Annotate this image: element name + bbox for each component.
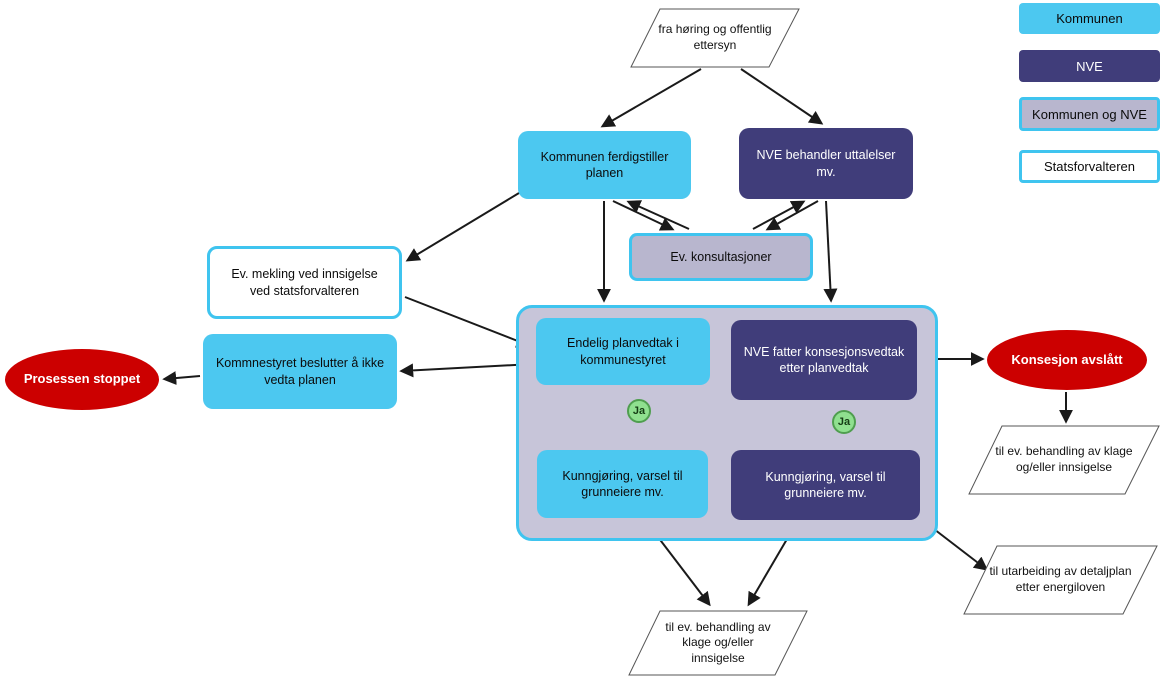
arrow-beslutter-to-stoppet — [162, 371, 201, 386]
node-til-utarbeiding-detaljplan-label: til utarbeiding av detaljplan etter ener… — [989, 564, 1132, 594]
node-til-utarbeiding-detaljplan: til utarbeiding av detaljplan etter ener… — [963, 545, 1158, 615]
arrow-kommunen-to-konsultasjoner — [612, 200, 675, 231]
node-kunngjoring-kommune: Kunngjøring, varsel til grunneiere mv. — [537, 450, 708, 518]
node-ev-konsultasjoner: Ev. konsultasjoner — [629, 233, 813, 281]
parallelogram-shape — [968, 425, 1160, 495]
arrow-nve-to-konsesjonsvedtak — [823, 200, 838, 303]
node-endelig-planvedtak: Endelig planvedtak i kommunestyret — [536, 318, 710, 385]
node-fra-horing-label: fra høring og offentlig ettersyn — [658, 22, 772, 52]
node-til-behandling-klage-bunn: til ev. behandling av klage og/eller inn… — [628, 610, 808, 676]
arrow-mekling-to-planvedtak — [404, 296, 531, 348]
parallelogram-shape — [628, 610, 808, 676]
arrow-planvedtak-to-beslutter — [399, 363, 534, 378]
node-ev-mekling: Ev. mekling ved innsigelse ved statsforv… — [207, 246, 402, 319]
node-konsesjon-avslatt: Konsesjon avslått — [987, 330, 1147, 390]
node-nve-fatter-konsesjonsvedtak: NVE fatter konsesjonsvedtak etter planve… — [731, 320, 917, 400]
legend-item-statsforvalteren: Statsforvalteren — [1019, 150, 1160, 183]
node-nve-behandler: NVE behandler uttalelser mv. — [739, 128, 913, 199]
legend-item-nve: NVE — [1019, 50, 1160, 82]
node-prosessen-stoppet: Prosessen stoppet — [5, 349, 159, 410]
ja-badge-kommune: Ja — [627, 399, 651, 423]
legend-item-kommunen: Kommunen — [1019, 3, 1160, 34]
node-kommunen-ferdigstiller: Kommunen ferdigstiller planen — [518, 131, 691, 199]
node-kunngjoring-nve: Kunngjøring, varsel til grunneiere mv. — [731, 450, 920, 520]
ja-badge-nve: Ja — [832, 410, 856, 434]
arrow-nve-to-konsultasjoner — [765, 200, 819, 231]
arrow-kommunen-to-mekling — [405, 192, 520, 262]
node-til-behandling-klage-hoyre: til ev. behandling av klage og/eller inn… — [968, 425, 1160, 495]
parallelogram-shape — [963, 545, 1158, 615]
parallelogram-shape — [630, 8, 800, 68]
arrow-konsultasjoner-to-nve — [752, 200, 806, 230]
arrow-konsultasjoner-to-kommunen — [626, 200, 690, 230]
arrow-horing-to-nve — [740, 68, 824, 125]
node-fra-horing: fra høring og offentlig ettersyn — [630, 8, 800, 68]
legend-item-kommunen-og-nve: Kommunen og NVE — [1019, 97, 1160, 131]
node-til-behandling-klage-bunn-label: til ev. behandling av klage og/eller inn… — [665, 619, 771, 665]
node-kommunestyret-beslutter: Kommnestyret beslutter å ikke vedta plan… — [203, 334, 397, 409]
arrow-horing-to-kommunen — [600, 68, 702, 128]
node-til-behandling-klage-hoyre-label: til ev. behandling av klage og/eller inn… — [995, 444, 1133, 474]
